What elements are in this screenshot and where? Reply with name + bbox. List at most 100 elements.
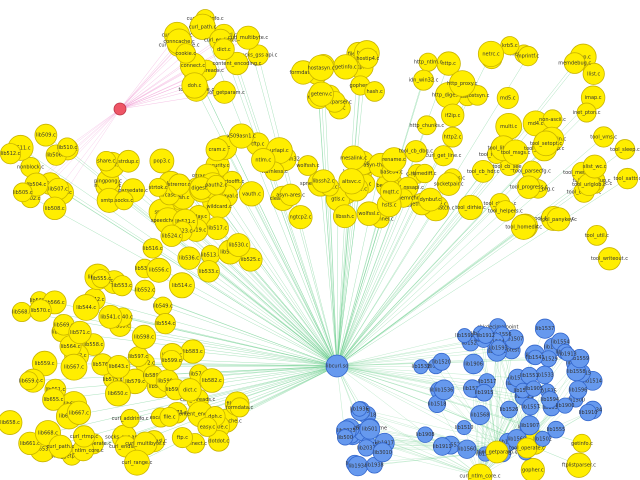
file-node[interactable]: hash.c <box>364 81 385 102</box>
file-node[interactable]: lib553.c <box>111 275 133 297</box>
file-node[interactable]: ngtcp2.c <box>288 205 313 230</box>
target-node[interactable]: lib3010 <box>372 442 393 463</box>
target-node[interactable]: lib1537 <box>534 318 555 339</box>
target-node[interactable]: lib1906 <box>463 353 484 375</box>
file-node[interactable]: lib597.c <box>127 346 149 368</box>
file-node[interactable]: lib571.c <box>68 320 92 345</box>
file-node[interactable]: getinfo.c <box>333 54 359 80</box>
file-node[interactable]: rename.c <box>381 147 407 173</box>
file-node-circle <box>66 400 92 425</box>
file-node[interactable]: vauth.c <box>238 181 265 207</box>
file-node[interactable]: pop3.c <box>149 148 175 174</box>
file-node[interactable]: dict.c <box>213 38 235 61</box>
target-node-circle <box>347 455 369 477</box>
target-node[interactable]: lib1934 <box>347 455 369 477</box>
file-node[interactable]: lib582.c <box>199 368 225 393</box>
file-node[interactable]: lib598.c <box>131 324 157 350</box>
file-node[interactable]: libssh2.c <box>311 169 336 193</box>
file-node[interactable]: lib599.c <box>161 349 183 372</box>
file-node[interactable]: lib570.c <box>29 299 52 322</box>
file-node[interactable]: lib567.c <box>60 353 88 381</box>
file-node[interactable]: slist_wc.c <box>582 154 607 179</box>
file-node-circle <box>614 139 636 160</box>
file-node-circle <box>563 52 586 74</box>
file-node[interactable]: lib643.c <box>106 354 131 379</box>
file-node[interactable]: netrc.c <box>477 40 505 68</box>
target-node[interactable]: lib1520 <box>432 352 451 371</box>
file-node[interactable]: md5.c <box>496 86 519 110</box>
file-node-circle <box>131 324 157 350</box>
file-node[interactable]: ftp.c <box>171 427 193 449</box>
file-node[interactable]: altsvc.c <box>338 168 365 195</box>
selected-node[interactable] <box>113 102 127 116</box>
file-node[interactable]: ntlm.c <box>251 148 276 173</box>
file-node[interactable]: lib505.c <box>13 182 33 203</box>
file-node-circle <box>415 163 435 184</box>
file-node[interactable]: strdup.c <box>117 149 140 173</box>
file-node[interactable]: lib512.c <box>0 143 22 165</box>
file-node[interactable]: lib509.c <box>34 123 58 147</box>
target-node[interactable]: lib500 <box>336 429 354 446</box>
file-node[interactable]: lib517.c <box>205 216 229 240</box>
file-node[interactable]: lib507.c <box>46 177 70 201</box>
target-node[interactable]: lib1915 <box>475 383 494 402</box>
file-node[interactable]: lib667.c <box>66 400 92 425</box>
file-node[interactable]: lib516.c <box>142 238 163 259</box>
target-node[interactable]: lib1596 <box>569 380 588 400</box>
target-node[interactable]: lib1568 <box>470 405 491 426</box>
file-node[interactable]: lib536.c <box>177 246 201 270</box>
file-node[interactable]: strerror.c <box>168 173 191 196</box>
file-node-circle <box>159 406 180 427</box>
file-node-circle <box>213 38 235 61</box>
file-node-circle <box>520 457 545 480</box>
target-node-circle <box>413 359 429 375</box>
file-node[interactable]: lib650.c <box>104 380 131 407</box>
graph-edge <box>336 339 484 367</box>
file-node-circle <box>197 416 218 437</box>
target-node[interactable]: lib501 <box>359 418 381 440</box>
file-node[interactable]: dynbuf.c <box>418 187 443 212</box>
file-node[interactable]: file.c <box>159 406 180 427</box>
target-node[interactable]: lib1907 <box>519 415 540 436</box>
file-node[interactable]: multi.c <box>495 112 523 140</box>
graph-edge <box>21 311 338 367</box>
target-node[interactable]: lib1911 <box>433 437 452 456</box>
hub-node[interactable]: libcurl.so <box>325 354 349 378</box>
file-node[interactable]: share.c <box>96 150 117 172</box>
file-node-circle <box>467 463 493 480</box>
file-node[interactable]: dict.c <box>178 378 202 402</box>
graph-edge <box>320 183 338 367</box>
file-node[interactable]: cram.c <box>205 138 229 162</box>
file-node[interactable]: llist.c <box>582 62 605 85</box>
target-node[interactable]: lib1560 <box>457 439 477 459</box>
file-node-circle <box>205 216 229 240</box>
file-node[interactable]: if2ip.c <box>441 103 465 127</box>
file-node[interactable]: lib510.c <box>57 137 77 158</box>
file-node[interactable]: libssh.c <box>332 204 357 229</box>
file-node[interactable]: lib658.c <box>0 410 23 435</box>
file-node[interactable]: easy.c <box>197 416 218 437</box>
file-node[interactable]: cookie.c <box>176 43 197 64</box>
file-node[interactable]: lib556.c <box>146 257 172 283</box>
file-node[interactable]: getenv.c <box>308 81 334 107</box>
file-node[interactable]: lib508.c <box>42 196 67 221</box>
file-node[interactable]: mqtt.c <box>379 180 402 203</box>
file-node[interactable]: socks.c <box>114 190 134 211</box>
target-node[interactable]: lib1536 <box>433 379 455 401</box>
file-node[interactable]: http2.c <box>442 126 463 148</box>
file-node[interactable]: lib544.c <box>72 294 100 321</box>
graph-edge <box>329 186 338 367</box>
file-node[interactable]: lib524.c <box>160 224 183 247</box>
file-node[interactable]: lib583.c <box>180 339 205 364</box>
file-node[interactable]: doh.c <box>181 72 208 99</box>
file-node[interactable]: lib554.c <box>154 313 176 335</box>
file-node[interactable]: lib552.c <box>134 279 156 301</box>
file-node[interactable]: lib533.c <box>197 260 220 283</box>
file-node[interactable]: lib568.c <box>11 301 32 323</box>
file-node[interactable]: strtok.c <box>149 177 168 197</box>
file-node[interactable]: lib514.c <box>168 272 195 299</box>
file-node[interactable]: lib541.c <box>98 304 123 329</box>
file-node[interactable]: lib530.c <box>226 233 251 257</box>
file-node[interactable]: gopher.c <box>520 457 545 480</box>
